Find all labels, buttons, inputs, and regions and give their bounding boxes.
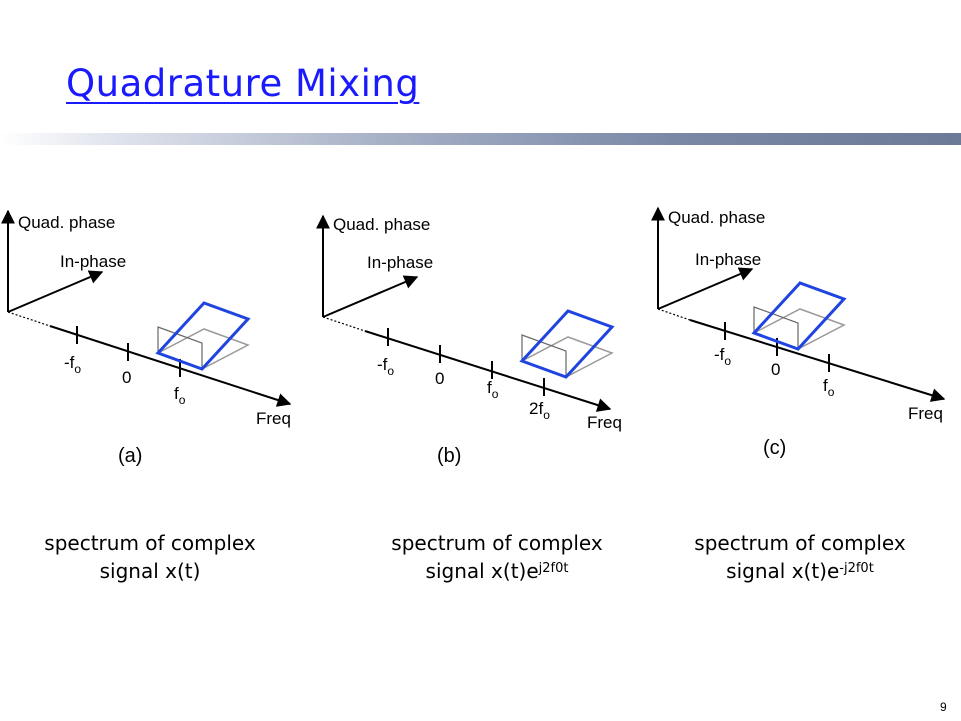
quad-axis-label: Quad. phase xyxy=(18,213,115,232)
diagram-b: Quad. phase In-phase Freq -fo 0 fo 2fo (… xyxy=(316,214,622,467)
diagram-a: Quad. phase In-phase Freq -fo 0 fo (a) xyxy=(0,209,292,467)
caption-line: spectrum of complex xyxy=(44,531,256,555)
caption-line: signal x(t) xyxy=(99,559,201,583)
caption-line: signal x(t)ej2f0t xyxy=(425,559,569,583)
tick-label: fo xyxy=(174,384,186,407)
freq-axis xyxy=(689,319,946,402)
tick-label: 2fo xyxy=(529,399,550,422)
inphase-axis xyxy=(657,267,754,310)
inphase-axis-label: In-phase xyxy=(60,252,126,271)
inphase-axis-label: In-phase xyxy=(367,253,433,272)
caption-superscript: -j2f0t xyxy=(839,561,874,576)
caption-superscript: j2f0t xyxy=(538,561,569,576)
signal-spectrum xyxy=(751,281,847,351)
tick-label: -fo xyxy=(377,355,394,378)
tick-label: fo xyxy=(487,378,499,401)
page-number: 9 xyxy=(940,700,947,714)
caption-line: signal x(t)e-j2f0t xyxy=(726,559,874,583)
freq-axis-dotted xyxy=(657,308,691,321)
tick-label: 0 xyxy=(122,368,131,387)
inphase-axis xyxy=(322,275,419,318)
diagram-c: Quad. phase In-phase Freq -fo 0 fo (c) xyxy=(651,206,946,459)
panel-label-a: (a) xyxy=(118,445,142,467)
title-divider-bar xyxy=(0,133,961,145)
freq-axis-label: Freq xyxy=(908,404,943,423)
caption-line: spectrum of complex xyxy=(391,531,603,555)
caption-a: spectrum of complex signal x(t) xyxy=(20,529,280,585)
freq-axis-dotted xyxy=(322,316,366,332)
caption-c: spectrum of complex signal x(t)e-j2f0t xyxy=(665,529,935,585)
tick-label: -fo xyxy=(714,345,731,368)
quad-axis-label: Quad. phase xyxy=(333,215,430,234)
freq-axis-dotted xyxy=(7,311,51,327)
tick-label: 0 xyxy=(435,369,444,388)
freq-axis-label: Freq xyxy=(587,413,622,432)
freq-axis-label: Freq xyxy=(256,409,291,428)
slide-title: Quadrature Mixing xyxy=(66,62,420,105)
inphase-axis-label: In-phase xyxy=(695,250,761,269)
tick-label: 0 xyxy=(771,360,780,379)
caption-line: spectrum of complex xyxy=(694,531,906,555)
signal-spectrum xyxy=(519,309,615,379)
tick-label: -fo xyxy=(64,353,81,376)
freq-axis xyxy=(364,330,612,412)
caption-b: spectrum of complex signal x(t)ej2f0t xyxy=(362,529,632,585)
freq-axis xyxy=(49,325,292,407)
quad-axis-label: Quad. phase xyxy=(668,208,765,227)
signal-spectrum xyxy=(155,301,251,371)
panel-label-c: (c) xyxy=(763,437,786,459)
inphase-axis xyxy=(7,270,104,313)
tick-label: fo xyxy=(823,376,835,399)
panel-label-b: (b) xyxy=(437,445,461,467)
